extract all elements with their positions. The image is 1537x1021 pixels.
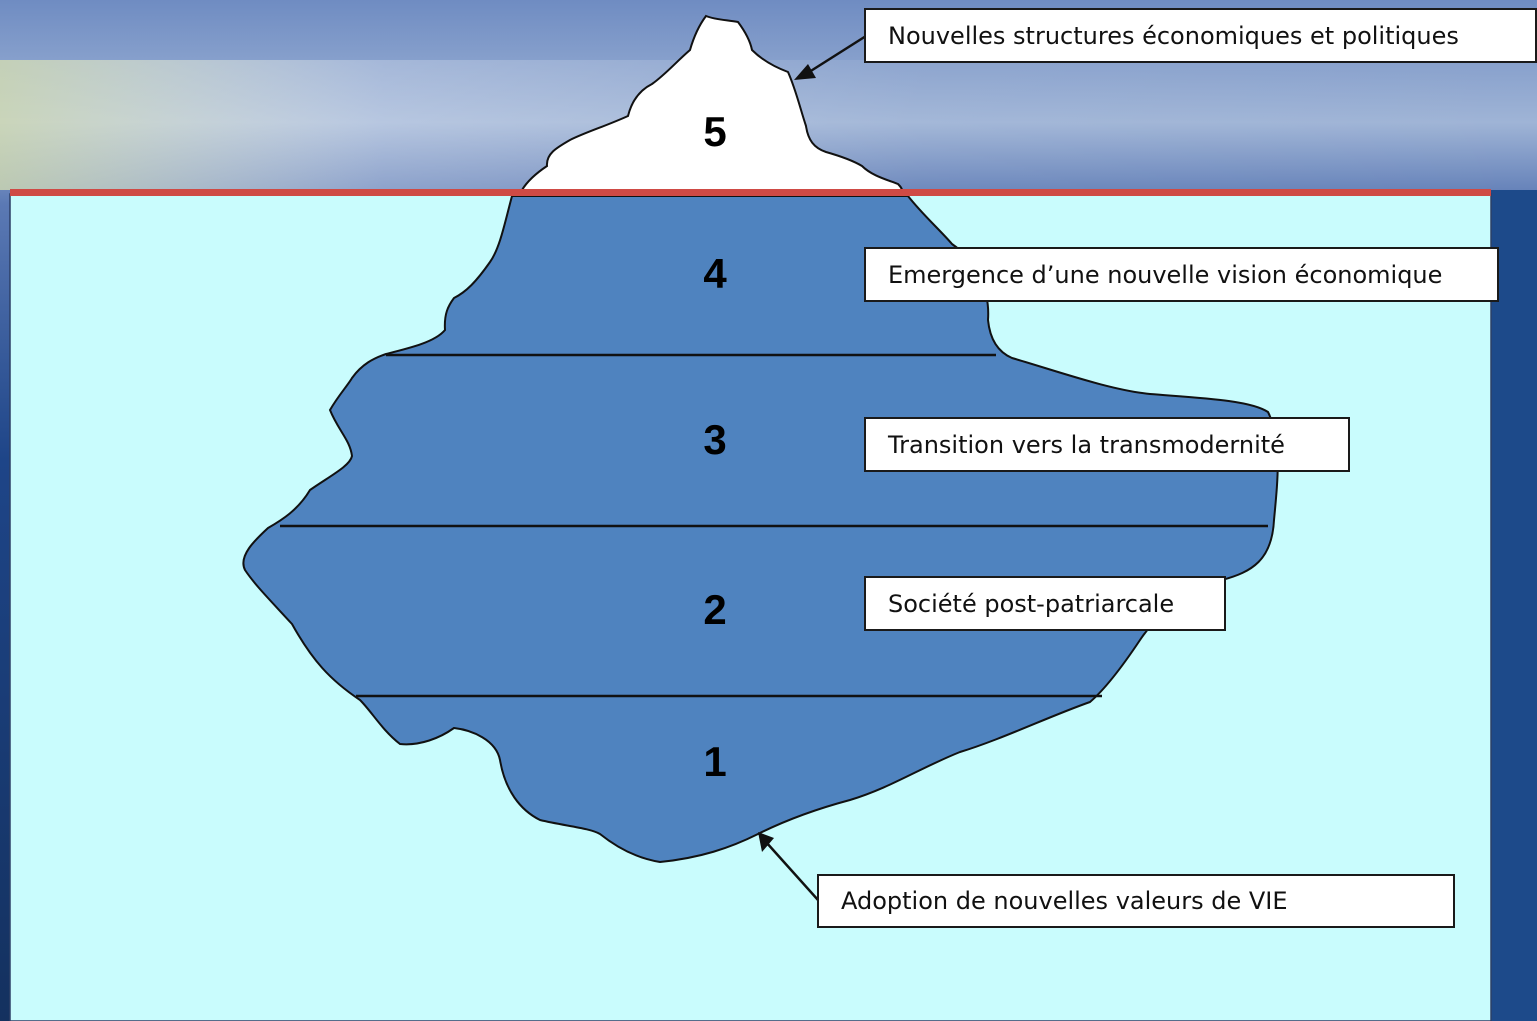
level-number-3: 3 [703, 416, 727, 463]
waterline [10, 189, 1491, 196]
iceberg-tip [520, 14, 904, 191]
right-sea-strip [1491, 190, 1537, 1021]
arrow-top-callout [794, 34, 867, 80]
label-level-4: Emergence d’une nouvelle vision économiq… [864, 247, 1499, 302]
level-number-1: 1 [703, 738, 727, 785]
level-number-2: 2 [703, 586, 727, 633]
level-number-4: 4 [703, 250, 727, 297]
label-level-5: Nouvelles structures économiques et poli… [864, 8, 1537, 63]
label-level-1: Adoption de nouvelles valeurs de VIE [817, 874, 1455, 928]
level-number-5: 5 [703, 108, 727, 155]
label-level-3: Transition vers la transmodernité [864, 417, 1350, 472]
arrow-bottom-callout [758, 832, 819, 901]
label-level-2: Société post-patriarcale [864, 576, 1226, 631]
